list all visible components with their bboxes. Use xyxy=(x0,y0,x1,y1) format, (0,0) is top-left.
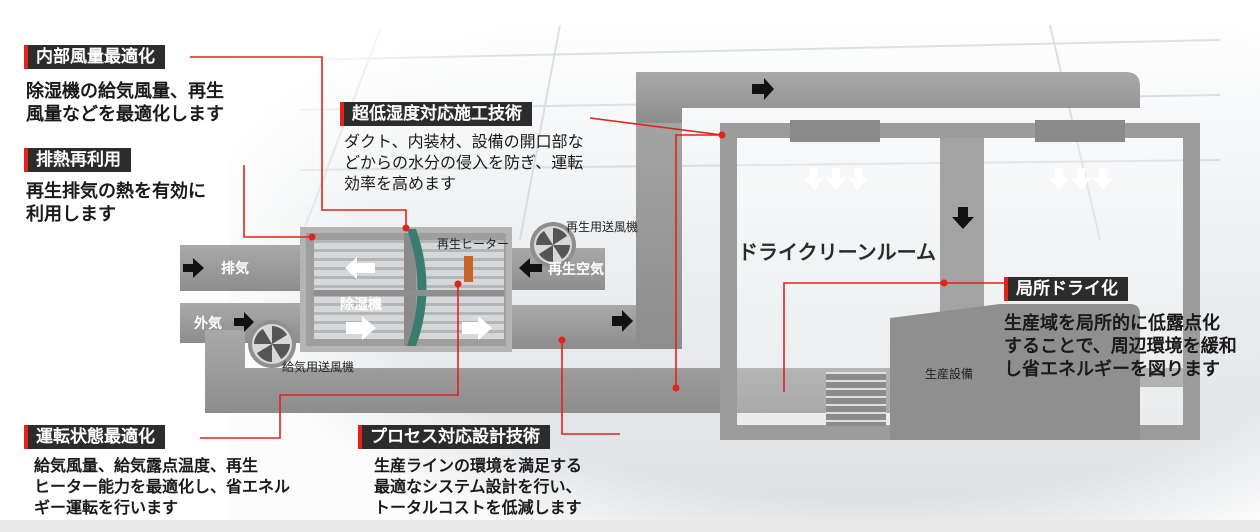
callout-title-ultra-low-humidity: 超低湿度対応施工技術 xyxy=(340,102,532,126)
callout-desc-process-design: 生産ラインの環境を満足する 最適なシステム設計を行い、 トータルコストを低減しま… xyxy=(374,455,582,518)
desc-line: 給気風量、給気露点温度、再生 xyxy=(34,456,259,475)
callout-title-internal-airflow: 内部風量最適化 xyxy=(24,45,165,69)
desc-line: ヒーター能力を最適化し、省エネル xyxy=(34,477,291,496)
callout-title-local-dry: 局所ドライ化 xyxy=(1004,277,1128,301)
desc-line: 除湿機の給気風量、再生 xyxy=(26,81,224,102)
callout-desc-operation-state: 給気風量、給気露点温度、再生 ヒーター能力を最適化し、省エネル ギー運転を行いま… xyxy=(34,455,290,518)
callout-desc-ultra-low-humidity: ダクト、内装材、設備の開口部な どからの水分の侵入を防ぎ、運転 効率を高めます xyxy=(344,131,584,194)
arrow-right-icon xyxy=(346,316,376,340)
callout-desc-heat-reuse: 再生排気の熱を有効に 利用します xyxy=(26,180,206,226)
label-dehumidifier: 除湿機 xyxy=(340,297,382,313)
arrow-right-icon xyxy=(612,310,633,332)
production-equipment xyxy=(826,304,1140,440)
leader-lines xyxy=(190,56,1010,439)
arrow-left-icon xyxy=(345,257,375,279)
label-dry-clean-room: ドライクリーンルーム xyxy=(738,240,936,264)
callout-desc-internal-airflow: 除湿機の給気風量、再生 風量などを最適化します xyxy=(26,80,224,126)
flow-arrows xyxy=(183,78,974,332)
label-regen-heater: 再生ヒーター xyxy=(437,237,510,251)
arrow-right-icon xyxy=(462,316,492,340)
desc-line: ギー運転を行います xyxy=(34,498,179,517)
desc-line: どからの水分の侵入を防ぎ、運転 xyxy=(344,153,584,172)
desc-line: し省エネルギーを図ります xyxy=(1004,359,1220,380)
desc-line: 利用します xyxy=(26,204,116,225)
arrow-left-icon xyxy=(183,258,204,278)
desc-line: 再生排気の熱を有効に xyxy=(26,181,206,202)
label-production-equipment: 生産設備 xyxy=(925,367,974,381)
callout-title-operation-state: 運転状態最適化 xyxy=(24,425,165,449)
desc-line: 風量などを最適化します xyxy=(26,104,224,125)
label-supply-fan: 給気用送風機 xyxy=(282,360,355,374)
regen-heater xyxy=(464,256,473,282)
unit-arrows xyxy=(345,168,1113,340)
desc-line: することで、周辺環境を緩和 xyxy=(1004,336,1237,357)
desc-line: 最適なシステム設計を行い、 xyxy=(374,477,582,496)
label-outside-air: 外気 xyxy=(194,316,222,332)
supply-fan-icon xyxy=(248,320,296,368)
label-regen-fan: 再生用送風機 xyxy=(566,220,639,234)
callout-desc-local-dry: 生産域を局所的に低露点化 することで、周辺環境を緩和 し省エネルギーを図ります xyxy=(1004,312,1237,381)
arrow-right-icon xyxy=(752,78,774,100)
regen-fan-icon xyxy=(530,222,576,268)
label-regen-air: 再生空気 xyxy=(548,262,604,278)
arrow-right-icon xyxy=(234,312,254,332)
desc-line: 生産域を局所的に低露点化 xyxy=(1004,313,1220,334)
desc-line: 生産ラインの環境を満足する xyxy=(374,456,583,475)
arrow-down-icon-group xyxy=(804,168,1113,190)
desc-line: 効率を高めます xyxy=(344,174,457,193)
arrow-left-icon xyxy=(519,258,542,278)
leader-dots xyxy=(308,131,948,392)
callout-title-process-design: プロセス対応設計技術 xyxy=(358,425,550,449)
label-exhaust: 排気 xyxy=(221,261,249,277)
callout-title-heat-reuse: 排熱再利用 xyxy=(24,148,131,172)
desc-line: ダクト、内装材、設備の開口部な xyxy=(344,132,584,151)
arrow-down-icon xyxy=(952,207,974,229)
desc-line: トータルコストを低減します xyxy=(374,498,582,517)
